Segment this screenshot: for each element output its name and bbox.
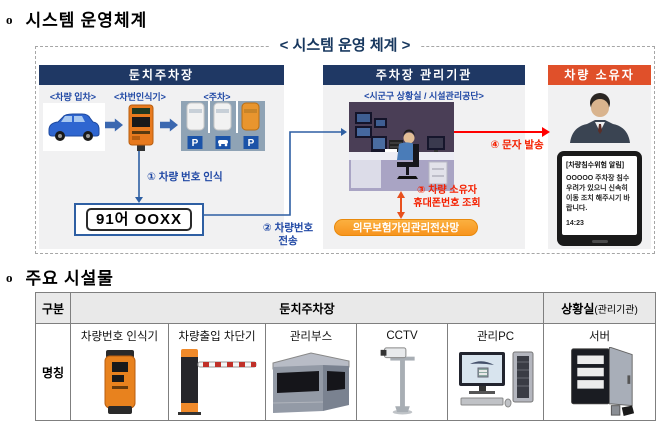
owner-avatar — [570, 93, 630, 143]
cell-booth: 관리부스 — [265, 323, 357, 421]
p-sign: P — [192, 138, 199, 149]
car-image-box — [43, 103, 105, 151]
row-label-name: 명칭 — [35, 323, 71, 421]
sms-time: 14:23 — [566, 219, 584, 227]
section-title-facilities-text: 주요 시설물 — [25, 269, 114, 288]
lpr-kiosk-icon — [104, 349, 135, 414]
section-title-system: o 시스템 운영체계 — [6, 6, 147, 31]
label-control-room: <시군구 상황실 / 시설관리공단> — [364, 91, 484, 101]
license-plate-box: 91어 OOXX — [74, 203, 204, 236]
cell-lpr-kiosk: 차량번호 인식기 — [70, 323, 169, 421]
license-plate-number: 91어 OOXX — [86, 208, 192, 231]
table-body-row: 명칭 차량번호 인식기 차량출입 차단기 — [35, 323, 657, 421]
sms-body: OOOOO 주차장 침수 우려가 있으니 신속히 이동 조치 해주시기 바랍니다… — [566, 175, 630, 213]
bullet-circle-icon: o — [6, 270, 14, 285]
table-header-row: 구분 둔치주차장 상황실(관리기관) — [35, 292, 657, 324]
plate-recognizer-kiosk-icon — [128, 104, 154, 151]
label-vehicle-entry: <차량 입차> — [49, 92, 97, 102]
sms-phone: [차량침수위험 알림] OOOOO 주차장 침수 우려가 있으니 신속히 이동 … — [557, 151, 642, 246]
section-title-system-text: 시스템 운영체계 — [25, 11, 148, 30]
panel-vehicle-owner-header: 차량 소유자 — [548, 65, 651, 85]
step4-sms-send-label: ④ 문자 발송 — [490, 139, 544, 151]
cell-management-pc: 관리PC — [446, 323, 545, 421]
sms-screen: [차량침수위험 알림] OOOOO 주차장 침수 우려가 있으니 신속히 이동 … — [562, 156, 637, 235]
panel-riverside-parking: 둔치주차장 <차량 입차> <차번인식기> <주차> — [39, 65, 284, 249]
header-category: 구분 — [35, 292, 71, 324]
system-operation-diagram: < 시스템 운영 체계 > 둔치주차장 <차량 입차> <차번인식기> <주차> — [35, 36, 655, 254]
control-room-image — [349, 102, 454, 191]
cell-server: 서버 — [543, 323, 657, 421]
cell-barrier-gate: 차량출입 차단기 — [168, 323, 266, 421]
management-pc-icon — [458, 351, 534, 407]
bullet-circle-icon: o — [6, 12, 14, 27]
header-group-control: 상황실(관리기관) — [543, 292, 657, 324]
section-title-facilities: o 주요 시설물 — [6, 264, 114, 289]
panel-management-agency: 주차장 관리기관 <시군구 상황실 / 시설관리공단> — [323, 65, 525, 249]
label-parking: <주차> — [203, 92, 231, 102]
phone-home-bar — [591, 240, 608, 243]
flow-arrow-right-icon — [105, 118, 123, 132]
cell-cctv: CCTV — [356, 323, 448, 421]
panel-riverside-parking-header: 둔치주차장 — [39, 65, 284, 85]
diagram-caption: < 시스템 운영 체계 > — [269, 36, 421, 55]
header-group-parking: 둔치주차장 — [69, 292, 545, 324]
insurance-network-button: 의무보험가입관리전산망 — [334, 219, 478, 236]
panel-vehicle-owner: 차량 소유자 [차량침수위험 알림] OOOOO 주차장 침수 우려가 있으니 … — [548, 65, 651, 249]
sms-title: [차량침수위험 알림] — [566, 162, 625, 169]
server-icon — [570, 346, 634, 416]
facilities-table: 구분 둔치주차장 상황실(관리기관) 명칭 차량번호 인식기 차량출입 차단기 — [35, 292, 657, 421]
cctv-icon — [380, 346, 415, 415]
label-plate-recognizer: <차번인식기> — [114, 92, 166, 102]
panel-management-agency-header: 주차장 관리기관 — [323, 65, 525, 85]
step2-plate-transfer-label: ② 차량번호 전송 — [262, 222, 314, 248]
blue-car-icon — [48, 113, 100, 141]
flow-arrow-right-icon — [160, 118, 178, 132]
step1-plate-recognition-label: ① 차량 번호 인식 — [147, 171, 223, 183]
parking-stalls-image: P P — [181, 101, 265, 151]
booth-icon — [272, 351, 350, 413]
barrier-gate-icon — [178, 348, 257, 415]
step3-phone-lookup-label: ③ 차량 소유자 휴대폰번호 조회 — [413, 185, 481, 209]
mini-car-glyph — [218, 140, 228, 144]
p-sign: P — [248, 138, 255, 149]
